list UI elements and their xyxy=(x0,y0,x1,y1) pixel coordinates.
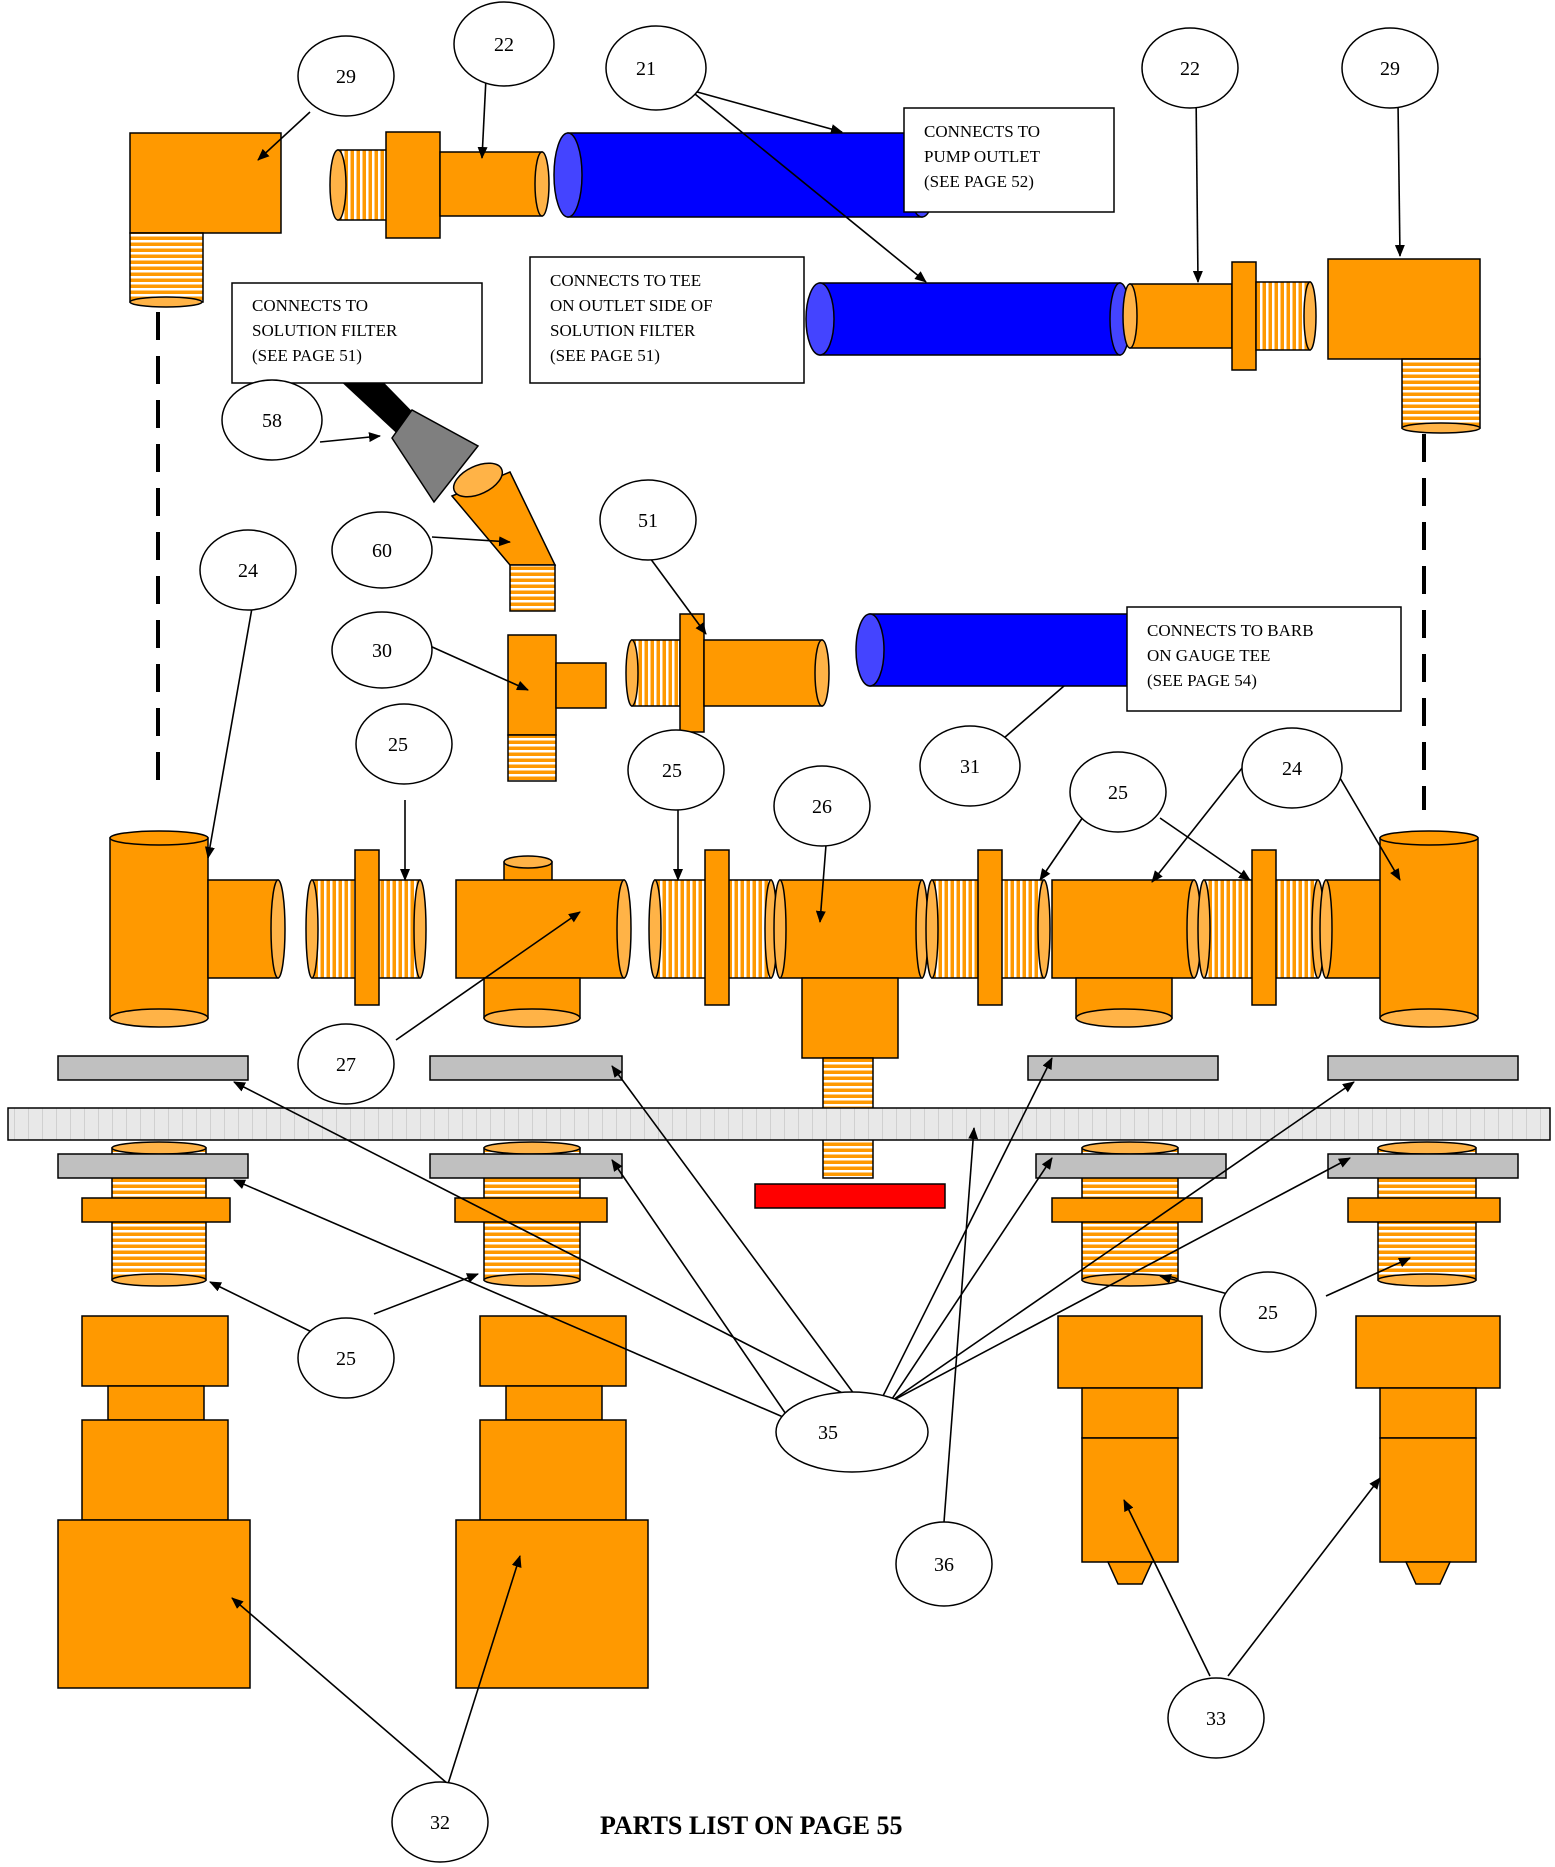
callout-22-right: 22 xyxy=(1141,27,1239,109)
svg-text:24: 24 xyxy=(238,560,258,582)
svg-text:35: 35 xyxy=(818,1422,838,1444)
svg-text:31: 31 xyxy=(960,756,980,778)
tee-fitting-30 xyxy=(507,634,607,782)
callout-33: 33 xyxy=(1167,1677,1265,1759)
callout-27: 27 xyxy=(297,1023,395,1105)
hose-31 xyxy=(855,613,1139,687)
svg-text:58: 58 xyxy=(262,410,282,432)
barb-fitting-22-right xyxy=(1122,261,1317,371)
callout-26: 26 xyxy=(773,765,871,847)
callout-25-c: 25 xyxy=(1069,751,1167,833)
quick-connect-32-left xyxy=(57,1315,251,1689)
barb-fitting-51 xyxy=(625,613,830,733)
quick-connect-32-right xyxy=(455,1315,649,1689)
callout-24-right: 24 xyxy=(1241,727,1343,809)
callout-60: 60 xyxy=(331,511,433,589)
callout-36: 36 xyxy=(895,1521,993,1607)
callout-25-b: 25 xyxy=(627,729,725,811)
callout-24-left: 24 xyxy=(199,529,297,611)
svg-text:32: 32 xyxy=(430,1812,450,1834)
tee-fitting-24-right xyxy=(1319,830,1479,1028)
mounting-plate-36 xyxy=(7,1107,1551,1141)
callout-30: 30 xyxy=(331,611,433,689)
coupler-33-right xyxy=(1355,1315,1501,1585)
svg-text:25: 25 xyxy=(388,734,408,756)
svg-text:24: 24 xyxy=(1282,758,1302,780)
callout-35: 35 xyxy=(775,1391,929,1473)
tee-fitting-24-middle xyxy=(1051,879,1202,1028)
coupler-33-left xyxy=(1057,1315,1203,1585)
svg-text:26: 26 xyxy=(812,796,832,818)
svg-text:33: 33 xyxy=(1206,1708,1226,1730)
hex-nipple-25-c xyxy=(925,849,1051,1006)
callout-51: 51 xyxy=(599,479,697,561)
callout-25-d: 25 xyxy=(297,1317,395,1399)
valve-tee-26 xyxy=(773,879,929,1179)
hose-21-lower xyxy=(805,282,1131,356)
callout-25-a: 25 xyxy=(355,703,453,785)
svg-text:25: 25 xyxy=(662,760,682,782)
svg-text:29: 29 xyxy=(336,66,356,88)
valve-knob xyxy=(754,1183,946,1209)
tee-fitting-27 xyxy=(455,855,632,1028)
callout-31: 31 xyxy=(919,725,1021,807)
callout-22-left: 22 xyxy=(453,1,555,87)
footer-parts-list: PARTS LIST ON PAGE 55 xyxy=(600,1811,902,1840)
callout-32: 32 xyxy=(391,1781,489,1863)
hose-21-top xyxy=(553,132,937,218)
washers-35-upper xyxy=(57,1055,1519,1081)
svg-text:36: 36 xyxy=(934,1554,954,1576)
callout-25-e: 25 xyxy=(1219,1271,1317,1353)
hex-nipple-25-a xyxy=(305,849,427,1006)
elbow-fitting-29-left xyxy=(129,132,282,308)
callout-21: 21 xyxy=(605,25,707,111)
washers-35-lower xyxy=(57,1153,1519,1179)
callout-29-right: 29 xyxy=(1341,27,1439,109)
callout-29-left: 29 xyxy=(297,35,395,117)
svg-text:60: 60 xyxy=(372,540,392,562)
elbow-fitting-29-right xyxy=(1327,258,1481,434)
threaded-stems-25-lower xyxy=(81,1141,1501,1287)
svg-text:25: 25 xyxy=(336,1348,356,1370)
tee-fitting-24-left xyxy=(109,830,286,1028)
svg-text:30: 30 xyxy=(372,640,392,662)
svg-text:22: 22 xyxy=(1180,58,1200,80)
svg-text:27: 27 xyxy=(336,1054,356,1076)
svg-text:51: 51 xyxy=(638,510,658,532)
hex-nipple-25-d xyxy=(1197,849,1325,1006)
svg-text:22: 22 xyxy=(494,34,514,56)
hex-nipple-25-b xyxy=(648,849,778,1006)
barb-fitting-22-left xyxy=(329,131,550,239)
callout-58: 58 xyxy=(221,379,323,461)
svg-text:21: 21 xyxy=(636,58,656,80)
svg-text:29: 29 xyxy=(1380,58,1400,80)
angled-elbow-60 xyxy=(450,462,557,612)
svg-text:25: 25 xyxy=(1258,1302,1278,1324)
svg-text:25: 25 xyxy=(1108,782,1128,804)
